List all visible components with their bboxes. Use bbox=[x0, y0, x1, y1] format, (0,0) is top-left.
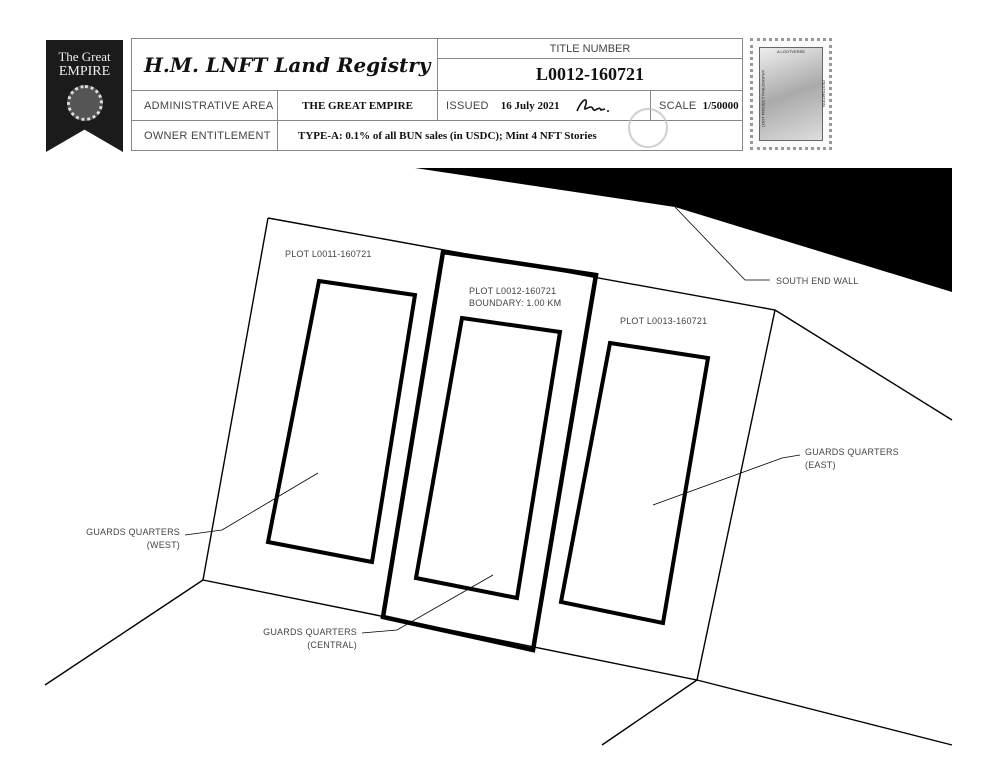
building-west bbox=[265, 278, 418, 565]
gq-west-sub: (WEST) bbox=[147, 540, 180, 550]
registry-seal-icon bbox=[628, 108, 668, 148]
stamp-top-text: A LOOTVERSE bbox=[776, 49, 805, 54]
signature-icon bbox=[576, 98, 610, 112]
gq-central-label: GUARDS QUARTERS bbox=[263, 627, 357, 637]
logo-line2: EMPIRE bbox=[58, 64, 111, 79]
issued-label: ISSUED bbox=[446, 99, 489, 112]
owner-entitlement: TYPE-A: 0.1% of all BUN sales (in USDC);… bbox=[298, 129, 597, 142]
postage-stamp: A LOOTVERSE LOOT PROJECT PHILOSOPHY DEST… bbox=[750, 38, 832, 150]
leader-west bbox=[184, 472, 319, 536]
scale-label: SCALE bbox=[659, 99, 697, 112]
admin-area-label: ADMINISTRATIVE AREA bbox=[144, 99, 274, 112]
gq-west-label: GUARDS QUARTERS bbox=[86, 527, 180, 537]
leader-central bbox=[361, 574, 494, 634]
plot-center-label: PLOT L0012-160721 bbox=[469, 286, 556, 296]
issued-cell: ISSUED 16 July 2021 bbox=[437, 90, 651, 121]
wall-line bbox=[774, 309, 953, 421]
issued-date: 16 July 2021 bbox=[500, 99, 560, 112]
wall-line bbox=[601, 679, 698, 746]
gq-east-sub: (EAST) bbox=[805, 460, 836, 470]
title-number-label: TITLE NUMBER bbox=[549, 42, 631, 55]
title-number: L0012-160721 bbox=[536, 64, 644, 84]
plot-center-boundary bbox=[380, 249, 599, 653]
leader-south-wall bbox=[674, 206, 770, 281]
registry-title: H.M. LNFT Land Registry bbox=[144, 52, 431, 77]
gq-east-label: GUARDS QUARTERS bbox=[805, 447, 899, 457]
south-wall-label: SOUTH END WALL bbox=[776, 276, 858, 286]
wall-line bbox=[44, 579, 204, 686]
south-end-wall bbox=[415, 168, 952, 292]
wall-line bbox=[696, 679, 953, 746]
boundary-label: BOUNDARY: 1.00 KM bbox=[469, 298, 561, 308]
admin-area: THE GREAT EMPIRE bbox=[302, 99, 413, 112]
owner-cell: TYPE-A: 0.1% of all BUN sales (in USDC);… bbox=[277, 120, 743, 151]
lion-emblem-icon bbox=[66, 85, 103, 121]
owner-entitlement-label: OWNER ENTITLEMENT bbox=[144, 129, 271, 142]
plot-east-label: PLOT L0013-160721 bbox=[620, 316, 707, 326]
leader-east bbox=[652, 454, 801, 506]
scale-cell: SCALE 1/50000 bbox=[650, 90, 743, 121]
gq-central-sub: (CENTRAL) bbox=[307, 640, 357, 650]
scale-value: 1/50000 bbox=[702, 99, 739, 112]
logo-line1: The Great bbox=[58, 49, 111, 64]
plot-west-label: PLOT L0011-160721 bbox=[285, 249, 372, 259]
building-east bbox=[558, 340, 711, 626]
building-central bbox=[413, 315, 563, 601]
